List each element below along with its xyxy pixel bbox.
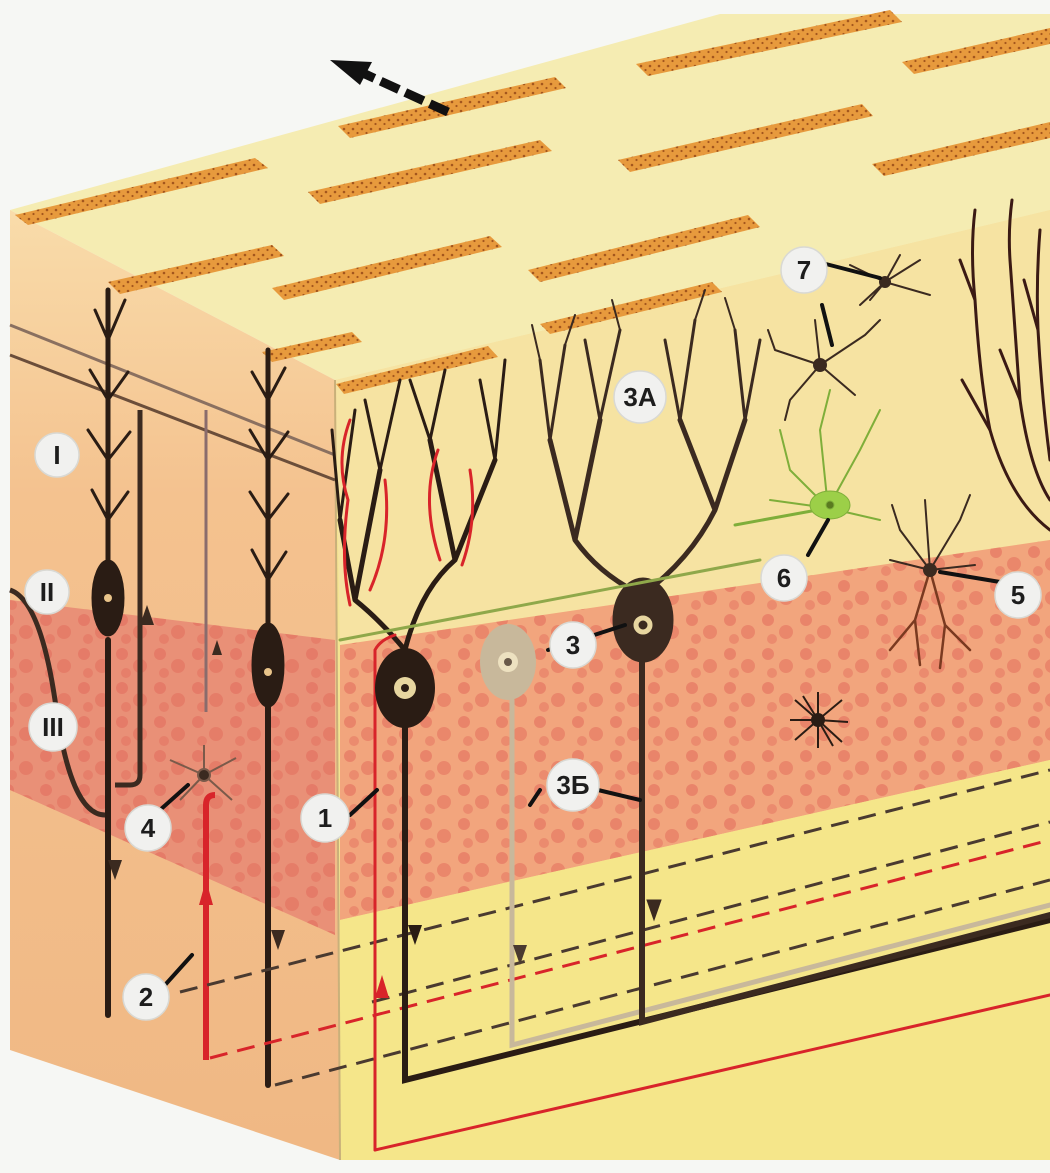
svg-text:II: II bbox=[40, 577, 54, 607]
label-6: 6 bbox=[761, 555, 807, 601]
svg-text:1: 1 bbox=[318, 803, 332, 833]
label-4: 4 bbox=[125, 805, 171, 851]
label-layer-II: II bbox=[25, 570, 69, 614]
svg-text:7: 7 bbox=[797, 255, 811, 285]
direction-arrow bbox=[330, 60, 448, 112]
svg-text:5: 5 bbox=[1011, 580, 1025, 610]
svg-text:6: 6 bbox=[777, 563, 791, 593]
label-5: 5 bbox=[995, 572, 1041, 618]
label-7: 7 bbox=[781, 247, 827, 293]
svg-text:I: I bbox=[53, 440, 60, 470]
label-3a: 3А bbox=[614, 371, 666, 423]
svg-text:3А: 3А bbox=[623, 382, 656, 412]
svg-text:III: III bbox=[42, 712, 64, 742]
svg-text:3: 3 bbox=[566, 630, 580, 660]
svg-text:4: 4 bbox=[141, 813, 156, 843]
label-1: 1 bbox=[301, 794, 349, 842]
label-2: 2 bbox=[123, 974, 169, 1020]
svg-text:2: 2 bbox=[139, 982, 153, 1012]
svg-text:3Б: 3Б bbox=[556, 770, 589, 800]
label-layer-III: III bbox=[29, 703, 77, 751]
label-3: 3 bbox=[550, 622, 596, 668]
label-3b: 3Б bbox=[547, 759, 599, 811]
label-layer-I: I bbox=[35, 433, 79, 477]
